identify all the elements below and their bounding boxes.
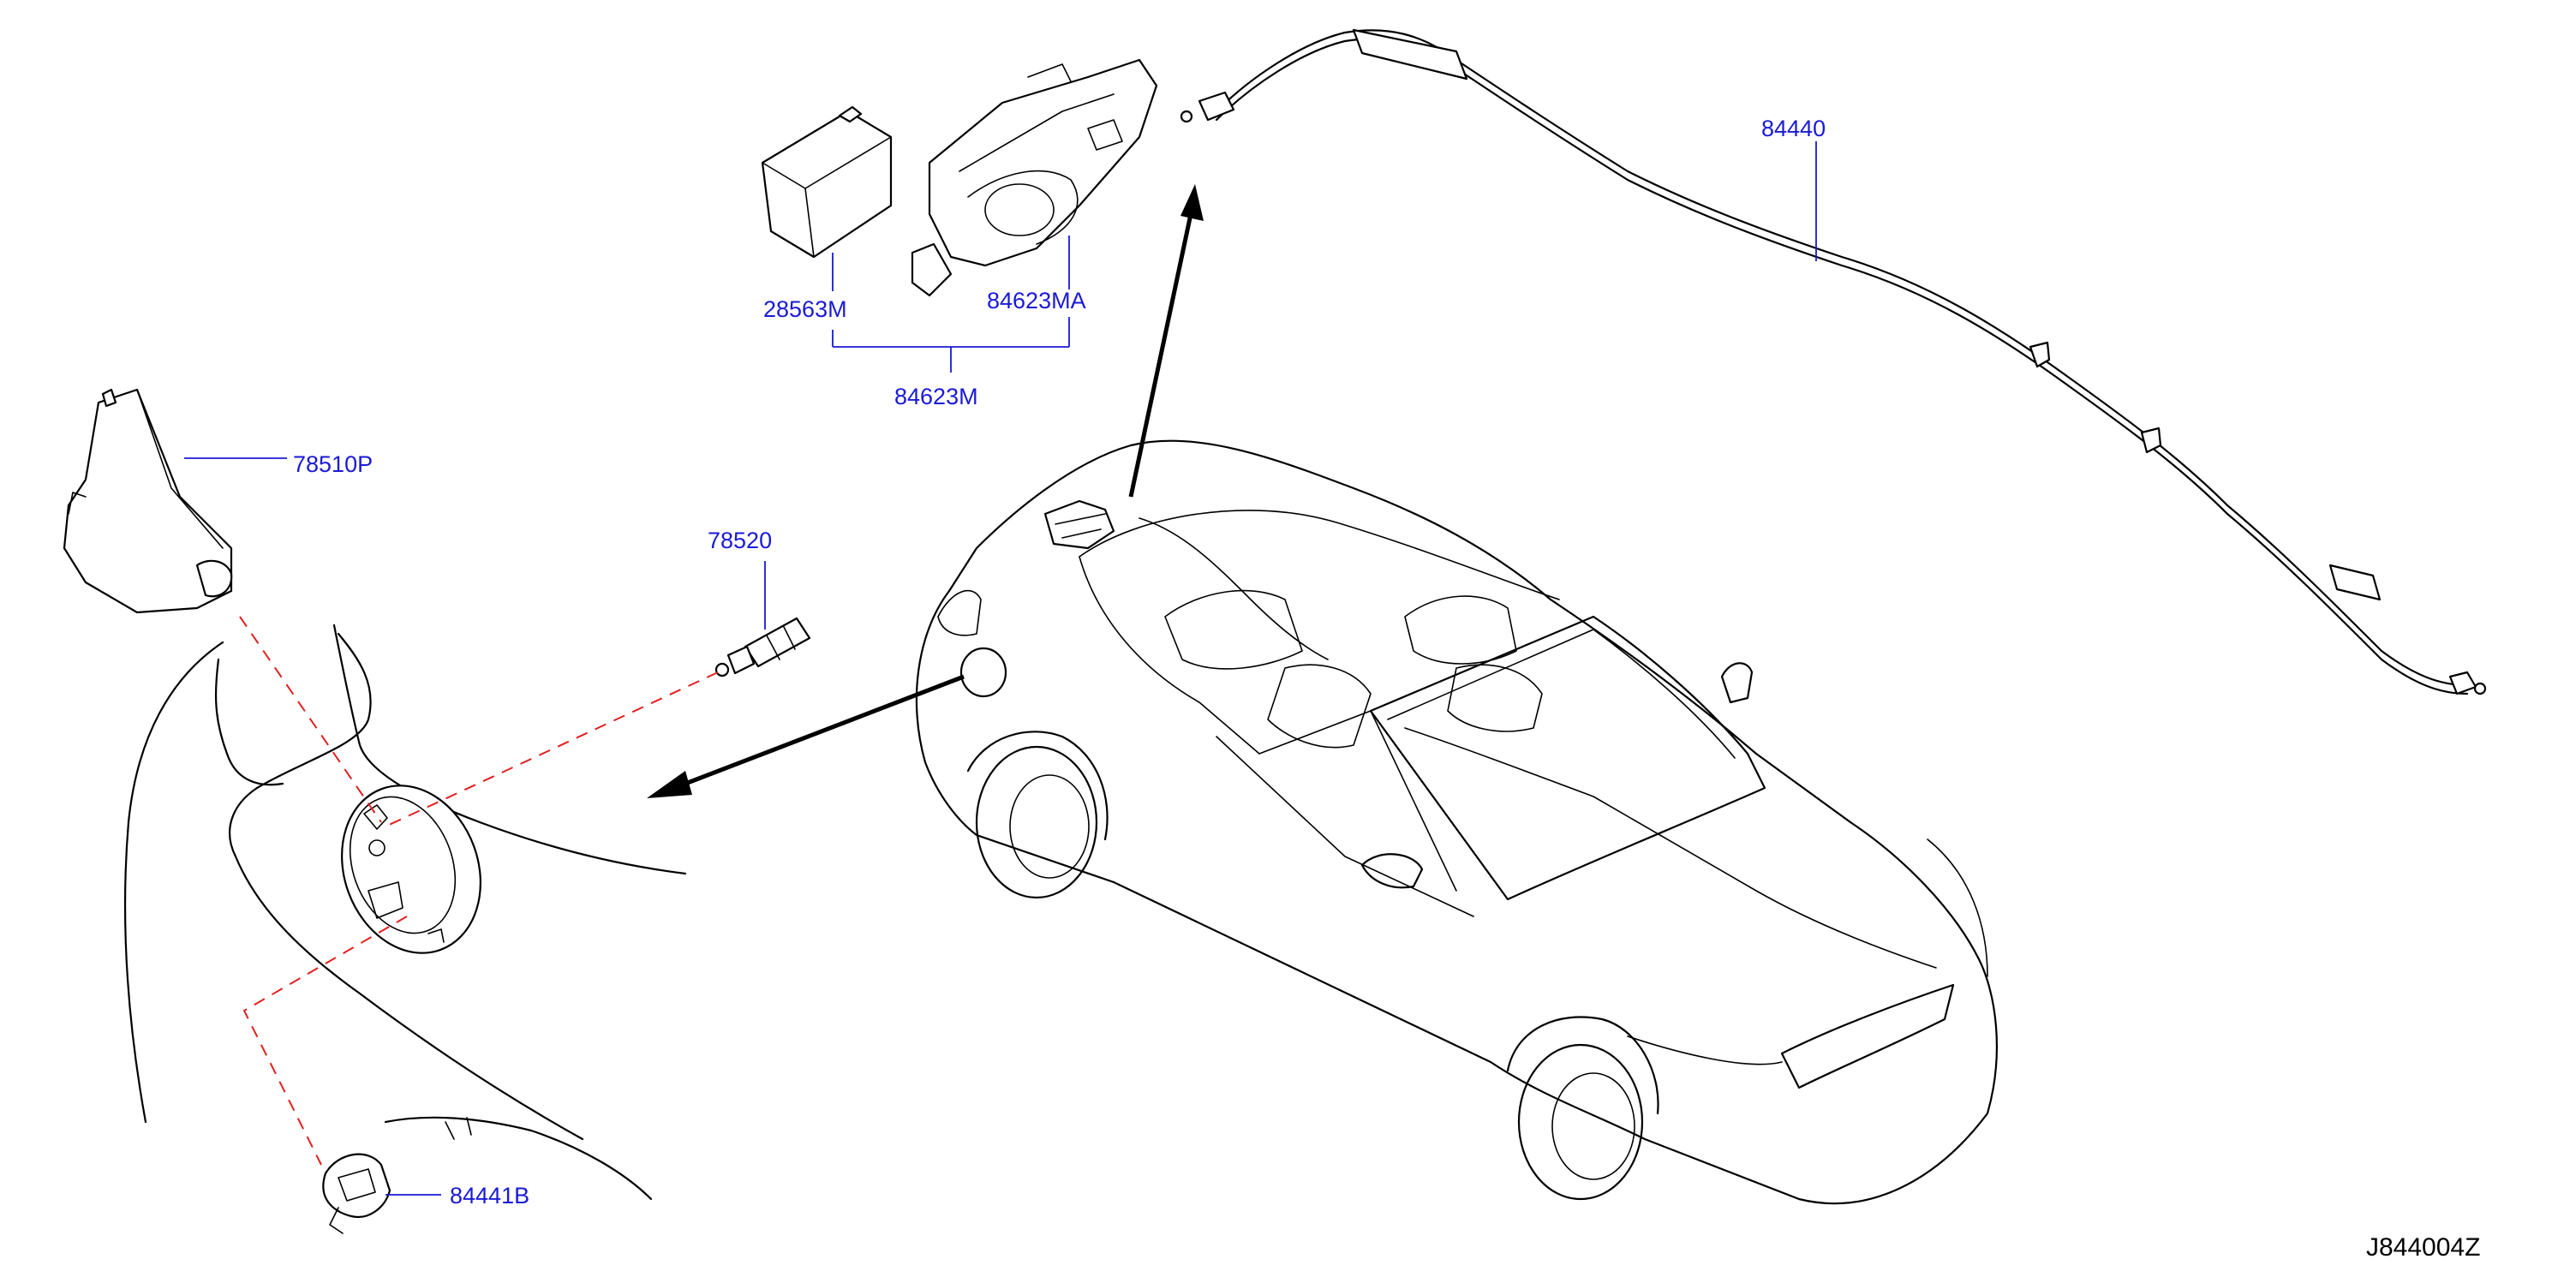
car-outline [915, 439, 1998, 1205]
part-label-84623M: 84623M [894, 384, 978, 409]
fuel-door-detail [123, 624, 687, 1201]
part-label-78510P: 78510P [293, 451, 373, 477]
part-label-78520: 78520 [708, 528, 772, 553]
part-label-84440: 84440 [1761, 116, 1826, 141]
diagram-id: J844004Z [2366, 1233, 2480, 1262]
actuator-78510P [63, 388, 233, 614]
opener-84623MA [911, 58, 1158, 297]
part-label-84623MA: 84623MA [987, 288, 1086, 313]
part-label-28563M: 28563M [763, 296, 847, 322]
assembly-guides [239, 616, 719, 1166]
cable-84440 [1180, 28, 2487, 695]
hinge-84441B [322, 1153, 391, 1234]
module-28563M [761, 105, 893, 259]
callout-arrows [647, 184, 1204, 798]
part-label-84441B: 84441B [450, 1183, 529, 1208]
leader-lines [184, 141, 1817, 1196]
actuator-78520 [714, 617, 811, 677]
